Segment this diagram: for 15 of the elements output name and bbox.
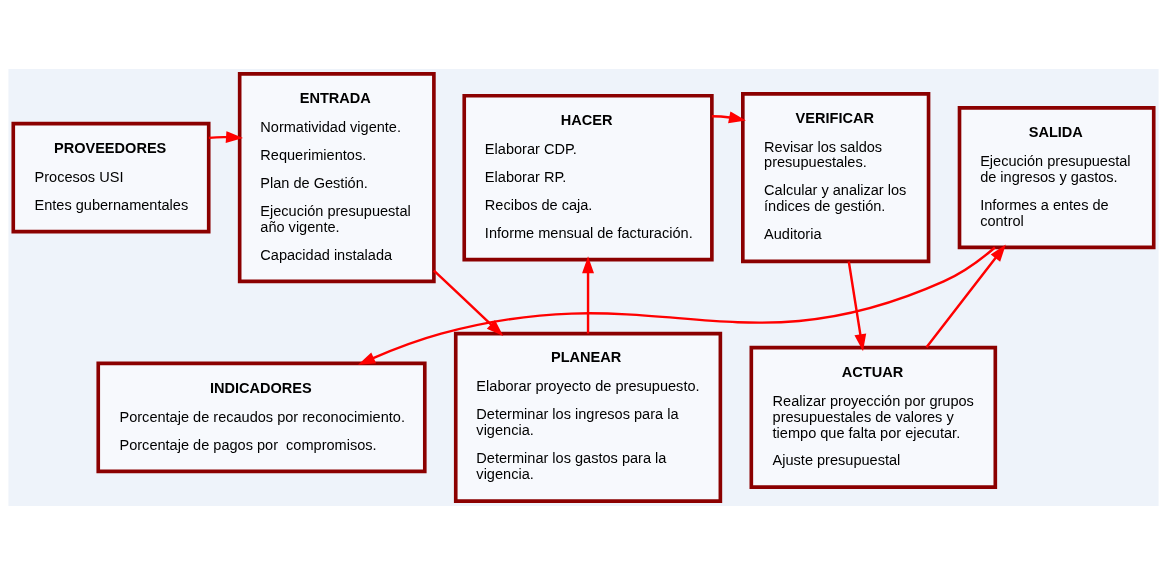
- node-box: PROVEEDORES Procesos USI Entes gubernamentales: [11, 121, 211, 233]
- node-box: INDICADORES Porcentaje de recaudos por reconocimiento. Porcentaje de pagos por compromisos.: [96, 361, 427, 473]
- arrow: [208, 130, 244, 143]
- arrow: [358, 246, 996, 365]
- arrow: [847, 260, 867, 351]
- node-box: SALIDA Ejecución presupuestal de ingresos y gastos. Informes a entes de control: [957, 105, 1156, 249]
- arrow: [925, 244, 1006, 348]
- arrow: [711, 111, 746, 123]
- node-box: VERIFICAR Revisar los saldos presupuestales. Calcular y analizar los índices de gestión. Auditoria: [741, 91, 931, 263]
- node-box: HACER Elaborar CDP. Elaborar RP. Recibos de caja. Informe mensual de facturación.: [462, 93, 714, 261]
- node-box: PLANEAR Elaborar proyecto de presupuesto. Determinar los ingresos para la vigencia. Determinar los gastos para la vigencia.: [453, 331, 723, 503]
- arrow: [582, 255, 594, 333]
- node-box: ENTRADA Normatividad vigente. Requerimientos. Plan de Gestión. Ejecución presupuestal año vigente. Capacidad instalada: [237, 71, 436, 283]
- arrow: [433, 269, 504, 336]
- node-box: ACTUAR Realizar proyección por grupos presupuestales de valores y tiempo que falta por ejecutar. Ajuste presupuestal: [749, 345, 998, 489]
